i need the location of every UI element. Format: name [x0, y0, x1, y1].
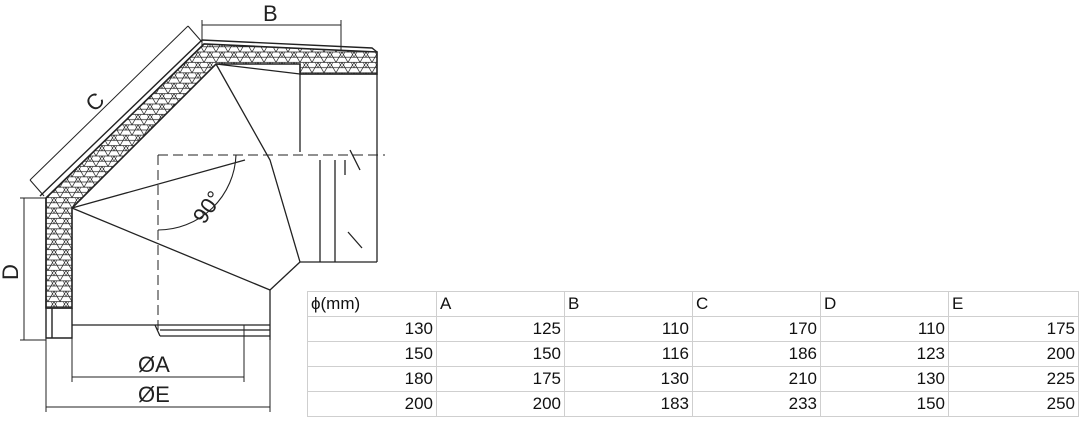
table-cell: 170: [692, 316, 821, 342]
table-cell: 116: [564, 341, 693, 367]
table-cell: 180: [307, 366, 437, 392]
table-cell: 150: [436, 341, 565, 367]
header-cell: B: [564, 291, 693, 317]
table-cell: 110: [820, 316, 949, 342]
table-cell: 130: [307, 316, 437, 342]
table-cell: 125: [436, 316, 565, 342]
table-cell: 150: [307, 341, 437, 367]
dimension-a-label: ØA: [138, 352, 170, 377]
header-cell: A: [436, 291, 565, 317]
table-cell: 183: [564, 391, 693, 417]
table-cell: 200: [307, 391, 437, 417]
table-cell: 200: [948, 341, 1079, 367]
dimension-b-label: B: [263, 1, 278, 26]
header-cell: C: [692, 291, 821, 317]
table-row: 180 175 130 210 130 225: [307, 366, 1079, 392]
dimension-c: [29, 25, 203, 197]
table-cell: 130: [820, 366, 949, 392]
dimensions-table: ϕ(mm) A B C D E 130 125 110 170 110 175 …: [307, 291, 1079, 417]
header-cell: E: [948, 291, 1079, 317]
table-cell: 150: [820, 391, 949, 417]
table-cell: 175: [436, 366, 565, 392]
header-cell: ϕ(mm): [307, 291, 437, 317]
dimension-e-label: ØE: [138, 382, 170, 407]
table-cell: 123: [820, 341, 949, 367]
table-cell: 200: [436, 391, 565, 417]
table-row: 200 200 183 233 150 250: [307, 391, 1079, 417]
outer-jacket: [39, 39, 378, 339]
table-cell: 233: [692, 391, 821, 417]
dimension-d: [20, 197, 46, 341]
table-cell: 175: [948, 316, 1079, 342]
dimension-c-label: C: [80, 87, 109, 116]
table-cell: 210: [692, 366, 821, 392]
header-cell: D: [820, 291, 949, 317]
angle-arc: [157, 154, 237, 231]
table-row: 150 150 116 186 123 200: [307, 341, 1079, 367]
dimension-d-label: D: [0, 264, 23, 280]
dimension-e: [45, 338, 271, 412]
inner-pipe: [71, 63, 378, 340]
table-cell: 110: [564, 316, 693, 342]
dimension-a: [71, 325, 245, 382]
center-lines: [157, 154, 385, 335]
table-cell: 225: [948, 366, 1079, 392]
table-row: 130 125 110 170 110 175: [307, 316, 1079, 342]
table-header-row: ϕ(mm) A B C D E: [307, 291, 1079, 317]
table-cell: 250: [948, 391, 1079, 417]
insulation-jacket: [45, 43, 378, 309]
table-cell: 186: [692, 341, 821, 367]
table-cell: 130: [564, 366, 693, 392]
